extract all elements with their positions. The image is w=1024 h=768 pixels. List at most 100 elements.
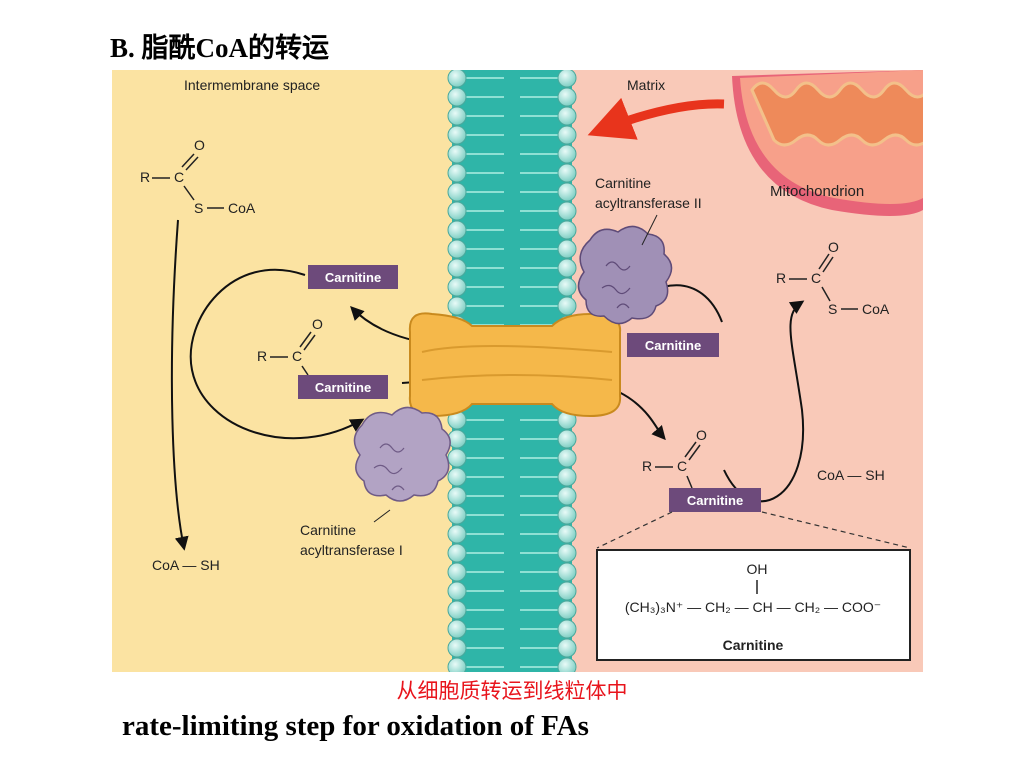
caption-chinese: 从细胞质转运到线粒体中 — [396, 679, 628, 703]
svg-text:O: O — [312, 316, 323, 332]
intermembrane-space-label: Intermembrane space — [184, 77, 320, 93]
phospholipid-head — [447, 163, 467, 183]
phospholipid-head — [447, 296, 467, 316]
enzyme-cat-1-label: Carnitine acyltransferase I — [300, 522, 403, 558]
phospholipid-head — [557, 182, 577, 202]
phospholipid-head — [447, 201, 467, 221]
phospholipid-head — [557, 600, 577, 620]
phospholipid-head — [447, 70, 467, 88]
carnitine-structure-box: OH (CH₃)₃N⁺ — CH₂ — CH — CH₂ — COO⁻ Carn… — [596, 549, 911, 661]
svg-text:CoA: CoA — [862, 301, 890, 317]
phospholipid-head — [557, 258, 577, 278]
acyl-carnitine-left: R C O — [257, 316, 323, 376]
phospholipid-head — [447, 87, 467, 107]
phospholipid-head — [557, 201, 577, 221]
svg-text:R: R — [776, 270, 786, 286]
phospholipid-head — [557, 486, 577, 506]
phospholipid-head — [447, 581, 467, 601]
carnitine-tag-top-left: Carnitine — [308, 265, 398, 289]
svg-text:Carnitine: Carnitine — [325, 270, 381, 285]
svg-text:Carnitine: Carnitine — [300, 522, 356, 538]
svg-text:O: O — [194, 137, 205, 153]
svg-text:R: R — [140, 169, 150, 185]
arrow-coa-release-left — [170, 219, 189, 551]
phospholipid-head — [447, 619, 467, 639]
coa-sh-left: CoA — SH — [152, 557, 220, 573]
svg-text:acyltransferase II: acyltransferase II — [595, 195, 702, 211]
matrix-label: Matrix — [627, 77, 665, 93]
svg-text:Carnitine: Carnitine — [315, 380, 371, 395]
structure-hydroxyl: OH — [747, 561, 768, 577]
structure-name: Carnitine — [723, 637, 784, 653]
phospholipid-head — [447, 486, 467, 506]
phospholipid-head — [447, 220, 467, 240]
phospholipid-head — [557, 524, 577, 544]
mitochondrion-label: Mitochondrion — [770, 183, 864, 200]
phospholipid-head — [447, 600, 467, 620]
phospholipid-head — [447, 144, 467, 164]
phospholipid-head — [557, 125, 577, 145]
phospholipid-head — [557, 638, 577, 658]
svg-text:S: S — [194, 200, 203, 216]
phospholipid-head — [557, 505, 577, 525]
carnitine-translocase — [408, 312, 622, 418]
carnitine-tag-acyl-left: Carnitine — [298, 375, 388, 399]
phospholipid-head — [447, 448, 467, 468]
phospholipid-head — [557, 87, 577, 107]
phospholipid-head — [447, 125, 467, 145]
phospholipid-head — [447, 638, 467, 658]
phospholipid-head — [557, 619, 577, 639]
svg-text:O: O — [696, 427, 707, 443]
phospholipid-head — [557, 277, 577, 297]
phospholipid-head — [557, 106, 577, 126]
phospholipid-head — [557, 70, 577, 88]
phospholipid-head — [447, 258, 467, 278]
carnitine-tag-acyl-right: Carnitine — [669, 488, 761, 512]
svg-text:R: R — [642, 458, 652, 474]
svg-text:Carnitine: Carnitine — [645, 338, 701, 353]
phospholipid-head — [447, 657, 467, 672]
phospholipid-head — [557, 448, 577, 468]
zoom-arrow — [587, 97, 725, 140]
phospholipid-head — [557, 429, 577, 449]
acyl-coa-left: R C O S CoA — [140, 137, 256, 216]
phospholipid-head — [557, 657, 577, 672]
carnitine-shuttle-diagram: Mitochondrion Intermembrane space Matrix… — [112, 70, 923, 672]
phospholipid-head — [557, 581, 577, 601]
carnitine-tag-matrix-free: Carnitine — [627, 333, 719, 357]
enzyme-cat-2-blob — [577, 225, 673, 325]
coa-sh-right: CoA — SH — [817, 467, 885, 483]
phospholipid-head — [557, 543, 577, 563]
phospholipid-head — [447, 239, 467, 259]
svg-text:acyltransferase I: acyltransferase I — [300, 542, 403, 558]
svg-text:Carnitine: Carnitine — [687, 493, 743, 508]
phospholipid-head — [557, 220, 577, 240]
phospholipid-head — [447, 524, 467, 544]
svg-text:Carnitine: Carnitine — [595, 175, 651, 191]
phospholipid-head — [557, 296, 577, 316]
intermembrane-space-region — [112, 70, 452, 672]
phospholipid-head — [447, 505, 467, 525]
phospholipid-head — [447, 467, 467, 487]
structure-formula: (CH₃)₃N⁺ — CH₂ — CH — CH₂ — COO⁻ — [625, 599, 881, 615]
svg-text:R: R — [257, 348, 267, 364]
phospholipid-head — [447, 562, 467, 582]
svg-text:O: O — [828, 239, 839, 255]
svg-text:S: S — [828, 301, 837, 317]
acyl-coa-right: R C O S CoA — [776, 239, 890, 317]
enzyme-cat-2-label: Carnitine acyltransferase II — [595, 175, 702, 211]
phospholipid-head — [557, 562, 577, 582]
acyl-carnitine-right: R C O — [642, 427, 707, 489]
slide-title: B. 脂酰CoA的转运 — [110, 33, 330, 63]
arrow-carnitine-cycle-left — [189, 268, 365, 440]
enzyme-cat-1-blob — [353, 406, 451, 502]
phospholipid-head — [447, 277, 467, 297]
svg-text:C: C — [174, 169, 184, 185]
phospholipid-head — [557, 239, 577, 259]
phospholipid-head — [557, 144, 577, 164]
phospholipid-head — [557, 467, 577, 487]
phospholipid-head — [447, 182, 467, 202]
svg-text:C: C — [677, 458, 687, 474]
phospholipid-head — [447, 106, 467, 126]
caption-english: rate-limiting step for oxidation of FAs — [122, 710, 589, 742]
